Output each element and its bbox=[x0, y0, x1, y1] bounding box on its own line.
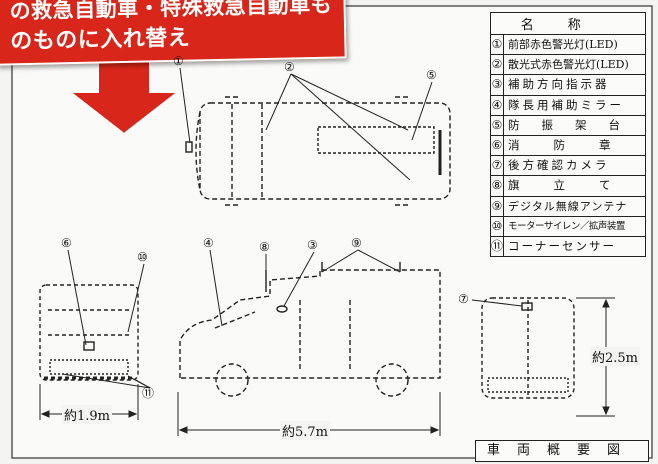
legend-name: 散光式赤色警光灯(LED) bbox=[503, 54, 646, 76]
legend-name: 後方確認カメラ bbox=[503, 155, 646, 177]
legend-num: ⑨ bbox=[489, 195, 505, 217]
legend-num: ⑦ bbox=[489, 155, 505, 177]
callout-8: ⑧ bbox=[259, 240, 270, 254]
rear-view bbox=[481, 297, 575, 399]
legend-num: ⑩ bbox=[489, 215, 505, 237]
legend-name: 前部赤色警光灯(LED) bbox=[503, 33, 646, 56]
legend-num: ② bbox=[489, 54, 505, 76]
callout-2: ② bbox=[284, 60, 295, 74]
legend-header: 名称 bbox=[490, 12, 646, 35]
width-dimension: 約1.9m bbox=[62, 405, 113, 424]
callout-10: ⑩ bbox=[137, 250, 148, 264]
callout-5: ⑤ bbox=[426, 68, 437, 82]
callout-6: ⑥ bbox=[61, 236, 72, 250]
legend-name: デジタル無線アンテナ bbox=[503, 195, 646, 217]
legend-name: 補助方向指示器 bbox=[503, 74, 646, 96]
legend-num: ⑤ bbox=[489, 114, 505, 136]
legend-name: 隊長用補助ミラー bbox=[503, 94, 646, 116]
legend-name: コーナーセンサー bbox=[503, 235, 646, 258]
legend-num: ① bbox=[489, 33, 505, 56]
legend-name: 防振架台 bbox=[503, 114, 646, 136]
diagram-title: 車両概要図 bbox=[475, 440, 649, 462]
height-dimension: 約2.5m bbox=[590, 347, 641, 366]
legend-name: 旗立て bbox=[503, 175, 646, 197]
legend-num: ⑪ bbox=[489, 235, 505, 258]
banner-line-2: のものに入れ替え bbox=[10, 25, 191, 55]
callout-4: ④ bbox=[203, 236, 214, 250]
legend-num: ③ bbox=[489, 74, 505, 96]
callout-3: ③ bbox=[307, 238, 318, 252]
legend-name: モーターサイレン／拡声装置 bbox=[503, 215, 646, 237]
legend-num: ⑥ bbox=[489, 134, 505, 157]
top-view bbox=[185, 96, 451, 206]
length-dimension: 約5.7m bbox=[280, 421, 331, 440]
dimension-lines bbox=[39, 297, 615, 436]
callout-7: ⑦ bbox=[458, 292, 469, 306]
legend-name: 消防章 bbox=[503, 134, 646, 157]
callout-1: ① bbox=[173, 54, 184, 68]
callout-11: ⑪ bbox=[142, 386, 155, 400]
callout-9: ⑨ bbox=[351, 236, 362, 250]
legend-num: ⑧ bbox=[489, 175, 505, 197]
legend-num: ④ bbox=[489, 94, 505, 116]
leader-lines bbox=[61, 67, 523, 389]
